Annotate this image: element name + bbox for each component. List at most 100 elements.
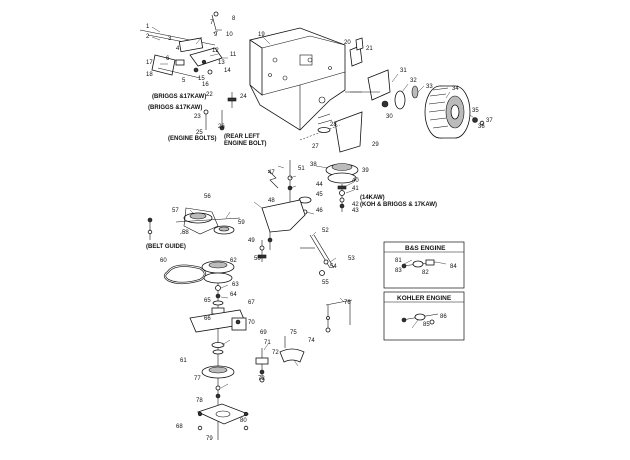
kohler-engine-title: KOHLER ENGINE: [397, 295, 452, 302]
callout-68: 68: [176, 424, 183, 430]
tensioner-bracket: [255, 336, 305, 383]
callout-39: 39: [362, 168, 369, 174]
callout-56: 56: [204, 194, 211, 200]
callout-20: 20: [344, 40, 351, 46]
callout-35: 35: [472, 108, 479, 114]
callout-55: 55: [322, 280, 329, 286]
callout-48: 48: [268, 198, 275, 204]
callout-65: 65: [204, 298, 211, 304]
callout-28: 28: [330, 122, 337, 128]
kohler-engine-inset: [383, 291, 465, 341]
callout-67: 67: [248, 300, 255, 306]
callout-71: 71: [264, 340, 271, 346]
callout-82: 82: [422, 270, 429, 276]
callout-1: 1: [146, 24, 150, 30]
callout-54: 54: [330, 264, 337, 270]
callout-2: 2: [146, 34, 150, 40]
callout-73: 73: [258, 376, 265, 382]
callout-76: 76: [344, 300, 351, 306]
callout-11: 11: [230, 52, 237, 58]
callout-12: 12: [212, 48, 219, 54]
callout-26: 26: [218, 124, 225, 130]
callout-15: 15: [198, 76, 205, 82]
callout-16: 16: [202, 82, 209, 88]
callout-29: 29: [372, 142, 379, 148]
drive-belt: [163, 264, 207, 285]
callout-5: 5: [182, 78, 186, 84]
callout-59: 59: [238, 220, 245, 226]
callout-75: 75: [290, 330, 297, 336]
belt-guide: [147, 217, 153, 240]
callout-13: 13: [218, 60, 225, 66]
callout-74: 74: [308, 338, 315, 344]
callout-36: 36: [478, 124, 485, 130]
note-14kaw: (14KAW): [360, 195, 385, 201]
control-linkage-assembly: [139, 11, 223, 79]
callout-30: 30: [386, 114, 393, 120]
callout-17: 17: [146, 60, 153, 66]
callout-70: 70: [248, 320, 255, 326]
callout-4: 4: [176, 46, 180, 52]
note-rear-left-1: (REAR LEFT: [224, 134, 260, 140]
callout-81: 81: [395, 258, 402, 264]
callout-23: 23: [194, 114, 201, 120]
callout-57: 57: [172, 208, 179, 214]
callout-14: 14: [224, 68, 231, 74]
callout-34: 34: [452, 86, 459, 92]
rod-assembly: [325, 299, 353, 333]
leader-lines: [151, 26, 475, 389]
callout-46: 46: [316, 208, 323, 214]
callout-37: 37: [486, 118, 493, 124]
callout-22: 22: [206, 92, 213, 98]
callout-49: 49: [248, 238, 255, 244]
callout-9: 9: [214, 32, 218, 38]
note-briggs-kaw-1: (BRIGGS &17KAW): [152, 94, 206, 100]
callout-50: 50: [254, 256, 261, 262]
idler-pulleys: [175, 207, 241, 235]
transmission-pulley-stack: [189, 260, 250, 440]
callout-6: 6: [166, 56, 170, 62]
callout-60: 60: [160, 258, 167, 264]
callout-85: 85: [423, 322, 430, 328]
idler-arm: [257, 199, 335, 276]
callout-21: 21: [366, 46, 373, 52]
callout-51: 51: [298, 166, 305, 172]
shield: [299, 111, 363, 153]
callout-72: 72: [272, 350, 279, 356]
callout-10: 10: [226, 32, 233, 38]
callout-66: 66: [204, 316, 211, 322]
bracket-20: [349, 37, 364, 67]
callout-25: 25: [196, 130, 203, 136]
callout-31: 31: [400, 68, 407, 74]
frame: [249, 27, 346, 131]
rear-wheel-assembly: [345, 69, 485, 139]
note-engine-bolts: (ENGINE BOLTS): [168, 136, 217, 142]
callout-52: 52: [322, 228, 329, 234]
callout-86: 86: [440, 314, 447, 320]
note-koh-briggs: (KOH & BRIGGS & 17KAW): [360, 202, 437, 208]
callout-19: 19: [258, 32, 265, 38]
callout-7: 7: [210, 20, 214, 26]
callout-33: 33: [426, 84, 433, 90]
callout-77: 77: [194, 376, 201, 382]
callout-58: 58: [182, 230, 189, 236]
callout-79: 79: [206, 436, 213, 442]
note-briggs-kaw-2: (BRIGGS &17KAW): [148, 105, 202, 111]
bs-engine-inset: [383, 241, 465, 289]
callout-40: 40: [352, 178, 359, 184]
callout-84: 84: [450, 264, 457, 270]
bs-engine-title: B&S ENGINE: [405, 245, 446, 252]
callout-62: 62: [230, 258, 237, 264]
callout-44: 44: [316, 182, 323, 188]
callout-63: 63: [232, 282, 239, 288]
callout-24: 24: [240, 94, 247, 100]
callout-32: 32: [410, 78, 417, 84]
note-rear-left-2: ENGINE BOLT): [224, 141, 267, 147]
notes: (BRIGGS &17KAW) (BRIGGS &17KAW) (ENGINE …: [146, 94, 437, 250]
callout-47: 47: [268, 170, 275, 176]
callout-27: 27: [312, 144, 319, 150]
callout-69: 69: [260, 330, 267, 336]
callout-64: 64: [230, 292, 237, 298]
